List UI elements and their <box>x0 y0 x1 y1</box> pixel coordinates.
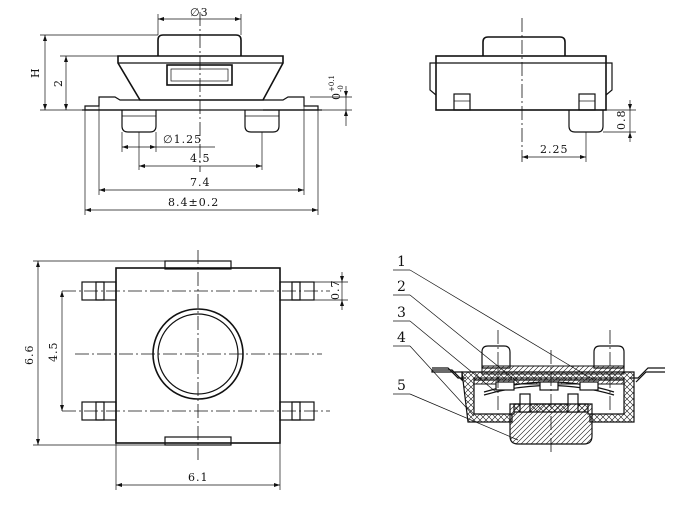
tolerance-lower: -0 <box>337 85 345 92</box>
width-84-label: 8.4±0.2 <box>168 196 219 209</box>
section-view: 1 2 3 4 5 <box>393 254 665 452</box>
callout-3: 3 <box>397 305 406 321</box>
width-45-label: 4.5 <box>190 152 211 165</box>
dim-66-label: 6.6 <box>23 345 36 366</box>
callout-4: 4 <box>397 330 406 346</box>
side-view: ∅3 H 2 0 +0.1 -0 ∅1.25 4.5 <box>29 6 352 215</box>
height-label: H <box>29 67 42 78</box>
dim-61-label: 6.1 <box>188 471 209 484</box>
callout-2: 2 <box>397 279 406 295</box>
dim-2-label: 2 <box>52 79 65 87</box>
width-74-label: 7.4 <box>190 176 211 189</box>
callout-1: 1 <box>397 254 406 270</box>
dia-pin-label: ∅1.25 <box>163 133 202 146</box>
tolerance-main: 0 <box>330 92 343 100</box>
dim-45-label: 4.5 <box>47 342 60 363</box>
top-view: 0.7 6.6 4.5 6.1 <box>23 250 348 490</box>
callout-5: 5 <box>397 378 406 394</box>
dim-225-label: 2.25 <box>540 143 569 156</box>
dia-top-label: ∅3 <box>190 6 209 19</box>
end-view: 0.8 2.25 <box>429 18 636 162</box>
dim-08-label: 0.8 <box>615 110 628 131</box>
tolerance-upper: +0.1 <box>328 75 336 92</box>
dim-07-label: 0.7 <box>329 280 342 301</box>
